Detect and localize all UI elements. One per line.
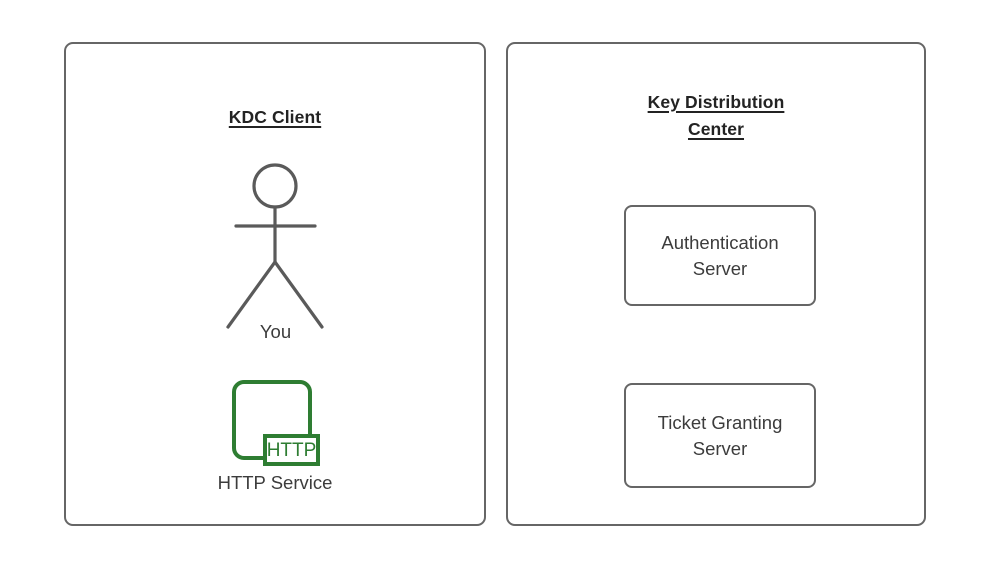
ticket-granting-server-label: Ticket Granting Server bbox=[650, 410, 791, 462]
node-ticket-granting-server: Ticket Granting Server bbox=[624, 383, 816, 488]
panel-title-kdc-client: KDC Client bbox=[66, 104, 484, 131]
ticket-granting-server-line1: Ticket Granting bbox=[657, 411, 783, 433]
http-badge-box-icon bbox=[263, 434, 320, 466]
authentication-server-line2: Server bbox=[692, 257, 748, 279]
http-service-label: HTTP Service bbox=[217, 472, 333, 493]
http-service-icon: HTTP bbox=[232, 380, 320, 466]
actor-left-leg-icon bbox=[226, 260, 277, 329]
ticket-granting-server-line2: Server bbox=[692, 437, 748, 459]
panel-title-key-distribution-center: Key Distribution Center bbox=[508, 89, 924, 143]
actor-head-icon bbox=[252, 163, 298, 209]
panel-title-kdc-line2: Center bbox=[687, 119, 745, 139]
panel-title-kdc-line1: Key Distribution bbox=[647, 92, 785, 112]
panel-title-kdc-client-text: KDC Client bbox=[228, 107, 322, 127]
actor-label: You bbox=[259, 321, 292, 342]
http-badge-text: HTTP bbox=[267, 440, 317, 461]
stick-figure-actor-icon bbox=[226, 163, 324, 329]
authentication-server-label: Authentication Server bbox=[653, 230, 786, 282]
node-authentication-server: Authentication Server bbox=[624, 205, 816, 306]
authentication-server-line1: Authentication bbox=[661, 231, 779, 253]
actor-right-leg-icon bbox=[273, 260, 324, 329]
